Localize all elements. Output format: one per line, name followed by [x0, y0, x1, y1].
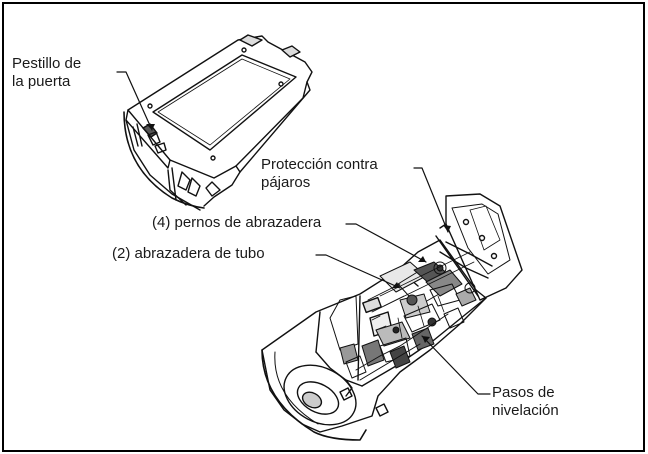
- closed-housing-drawing: [123, 34, 313, 211]
- door-latch-label-line2: la puerta: [12, 73, 71, 90]
- tube-clamp-label: (2) abrazadera de tubo: [112, 245, 265, 262]
- open-housing-drawing: [261, 193, 523, 441]
- leveling-steps-label-line2: nivelación: [492, 402, 559, 419]
- bird-guard-label-line1: Protección contra: [261, 156, 378, 173]
- leveling-steps-label-line1: Pasos de: [492, 384, 555, 401]
- bird-guard-label-line2: pájaros: [261, 174, 311, 191]
- clamp-bolts-label: (4) pernos de abrazadera: [152, 214, 322, 231]
- leader-lines: [116, 71, 491, 395]
- door-latch-label-line1: Pestillo de: [12, 55, 82, 72]
- leader-arrowheads: [146, 124, 451, 343]
